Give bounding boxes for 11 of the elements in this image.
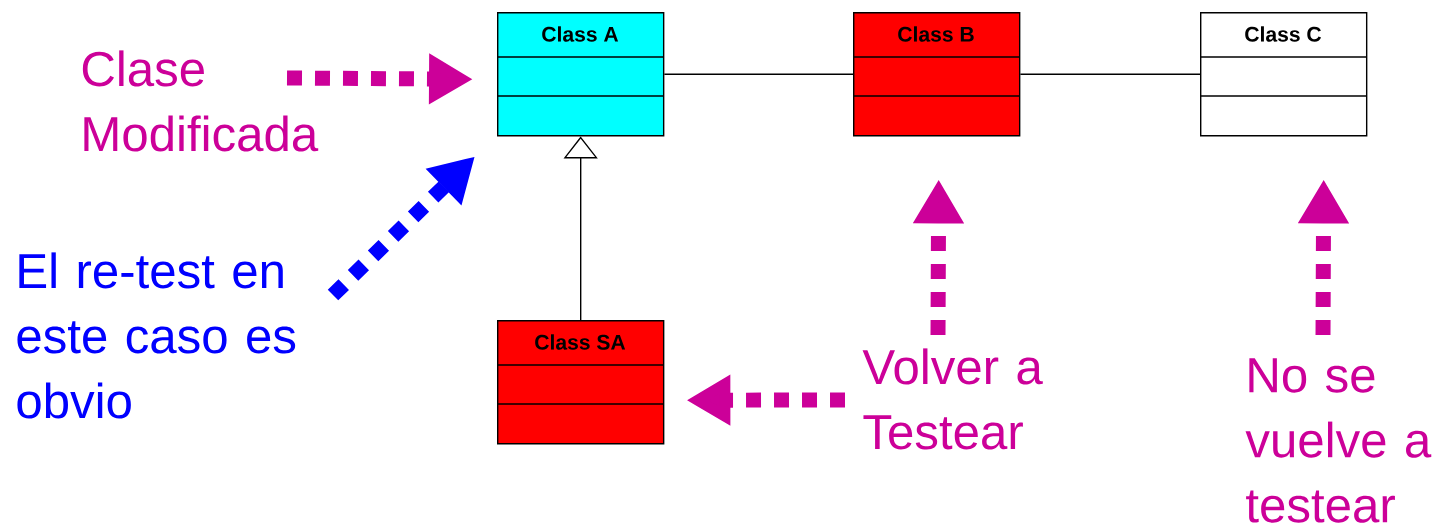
annotation-text: No se vuelve a testear (1245, 358, 1432, 523)
annotation-text: Clase Modificada (82, 50, 319, 152)
association-line (663, 73, 854, 75)
annotation-text: Volver a Testear (862, 348, 1043, 450)
class-box: Class SA (496, 320, 665, 445)
association-line (1019, 73, 1201, 75)
class-box: Class B (852, 12, 1021, 137)
annotation-text: El re-test en este caso es obvio (17, 252, 296, 419)
class-box: Class A (496, 12, 665, 137)
inheritance-arrow (563, 136, 598, 321)
class-box: Class C (1199, 12, 1368, 137)
